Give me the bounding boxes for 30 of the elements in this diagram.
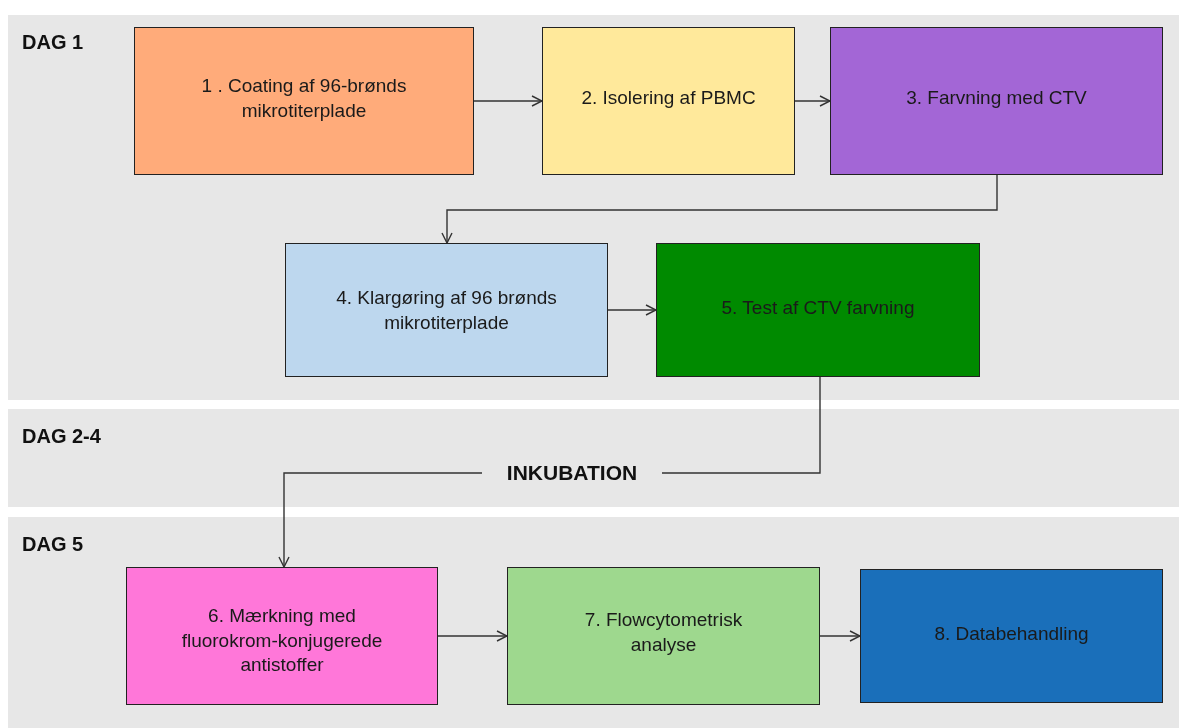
process-box	[507, 567, 820, 705]
step-label: 5. Test af CTV farvning	[721, 296, 915, 320]
arrow	[437, 630, 508, 642]
process-box	[860, 569, 1163, 703]
arrow	[819, 630, 861, 642]
arrow	[794, 95, 831, 107]
process-box	[656, 243, 980, 377]
process-box	[134, 27, 474, 175]
arrow	[278, 472, 483, 568]
day-band	[8, 15, 1179, 400]
step-label: 7. Flowcytometrisk analyse	[583, 608, 744, 657]
day-band	[8, 409, 1179, 507]
process-box	[542, 27, 795, 175]
phase-label: INKUBATION	[506, 461, 638, 485]
arrow	[473, 95, 543, 107]
step-label: 6. Mærkning med fluorokrom-konjugerede antistoffer	[180, 604, 384, 678]
step-label: 2. Isolering af PBMC	[581, 86, 756, 110]
step-label: 1 . Coating af 96-brønds mikrotiterplade	[200, 74, 408, 123]
step-label: 8. Databehandling	[934, 622, 1089, 646]
step-label: 4. Klargøring af 96 brønds mikrotiterplade	[335, 286, 558, 335]
day-heading: DAG 2-4	[22, 425, 101, 448]
day-band	[8, 517, 1179, 728]
arrow	[441, 174, 998, 244]
process-box	[126, 567, 438, 705]
day-heading: DAG 1	[22, 31, 84, 54]
process-box	[830, 27, 1163, 175]
arrow	[607, 304, 657, 316]
day-heading: DAG 5	[22, 533, 84, 556]
process-box	[285, 243, 608, 377]
step-label: 3. Farvning med CTV	[906, 86, 1087, 110]
